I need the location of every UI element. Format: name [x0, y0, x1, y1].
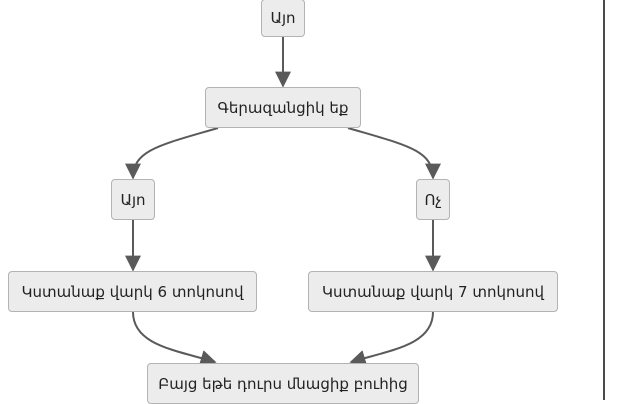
- node-no: Ոչ: [416, 179, 450, 220]
- node-yes: Այո: [111, 179, 155, 220]
- edge-run7-to-but: [349, 311, 434, 366]
- node-run6: Կստանաք վարկ 6 տոկոսով: [8, 271, 257, 312]
- node-run7: Կստանաք վարկ 7 տոկոսով: [308, 271, 558, 312]
- node-but: Բայց եթե դուրս մնացիք բուհից: [147, 363, 419, 404]
- node-yes-top: Այո: [261, 0, 305, 37]
- node-question: Գերազանցիկ եք: [205, 87, 361, 128]
- edge-question-to-no: [347, 127, 441, 180]
- frame-border: [603, 0, 605, 400]
- edge-run6-to-but: [132, 311, 217, 366]
- edge-question-to-yes: [125, 127, 219, 180]
